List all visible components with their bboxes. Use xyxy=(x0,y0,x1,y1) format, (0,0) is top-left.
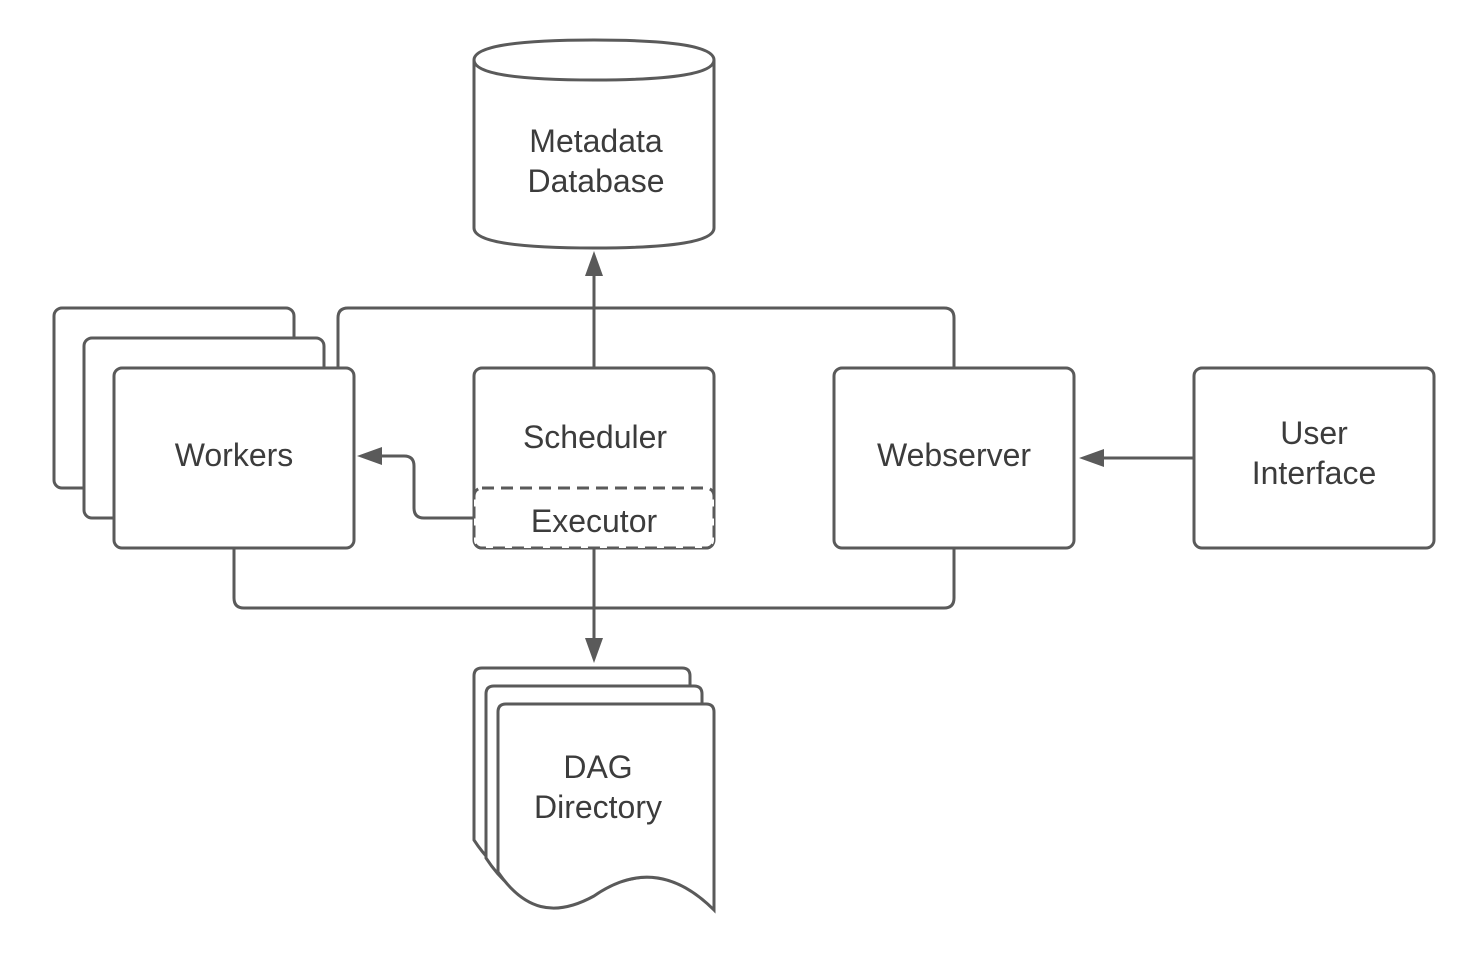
dag-document-icon xyxy=(496,702,716,914)
database-cylinder-icon xyxy=(472,60,716,250)
metadata-database-label-line2: Database xyxy=(528,163,665,199)
user-interface-label-line1: User xyxy=(1280,415,1348,451)
executor-box xyxy=(472,486,716,550)
dag-directory-node: DAG Directory xyxy=(472,666,716,914)
arrowhead-to-webserver xyxy=(1079,449,1104,467)
scheduler-label: Scheduler xyxy=(523,419,667,455)
arrowhead-to-dag-directory xyxy=(585,638,603,663)
user-interface-box xyxy=(1192,366,1436,550)
arrowhead-to-workers xyxy=(357,447,382,465)
database-cylinder-top xyxy=(472,38,716,82)
edge-executor-to-workers xyxy=(378,454,474,520)
dag-directory-label-line2: Directory xyxy=(534,789,662,825)
user-interface-node: User Interface xyxy=(1192,366,1436,550)
metadata-database-node: Metadata Database xyxy=(472,38,716,250)
user-interface-label-line2: Interface xyxy=(1252,455,1377,491)
webserver-box xyxy=(832,366,1076,550)
dag-directory-label-line1: DAG xyxy=(563,749,632,785)
workers-box xyxy=(112,366,356,550)
webserver-label: Webserver xyxy=(877,437,1031,473)
workers-label: Workers xyxy=(175,437,294,473)
metadata-database-label-line1: Metadata xyxy=(529,123,663,159)
webserver-node: Webserver xyxy=(832,366,1076,550)
workers-node: Workers xyxy=(52,306,356,550)
edge-workers-webserver-to-metadata-database xyxy=(336,306,956,368)
arrowhead-to-metadata-database xyxy=(585,251,603,276)
scheduler-node: Scheduler Executor xyxy=(472,366,716,550)
executor-label: Executor xyxy=(531,503,658,539)
